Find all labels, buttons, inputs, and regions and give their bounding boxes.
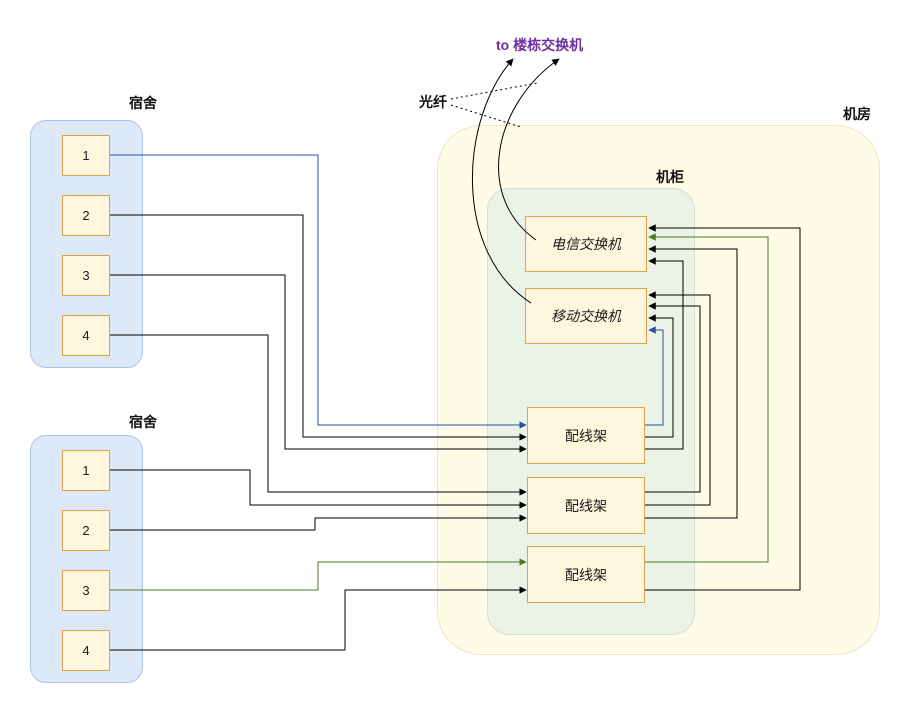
patch-panel-1-node: 配线架 bbox=[527, 407, 645, 464]
dorm1-room-1: 1 bbox=[62, 135, 110, 176]
building-switch-label: to 楼栋交换机 bbox=[496, 37, 584, 53]
dorm2-room-2: 2 bbox=[62, 510, 110, 551]
fiber-leader-line-1 bbox=[450, 82, 538, 100]
dorm2-room-4: 4 bbox=[62, 630, 110, 671]
dorm1-label: 宿舍 bbox=[129, 95, 157, 111]
dorm1-room-4: 4 bbox=[62, 315, 110, 356]
dorm2-room-1: 1 bbox=[62, 450, 110, 491]
dorm2-room-3: 3 bbox=[62, 570, 110, 611]
fiber-label: 光纤 bbox=[419, 94, 447, 110]
machine-room-label: 机房 bbox=[843, 106, 871, 122]
dorm2-label: 宿舍 bbox=[129, 414, 157, 430]
patch-panel-2-node: 配线架 bbox=[527, 477, 645, 534]
telecom-switch-node: 电信交换机 bbox=[525, 216, 647, 272]
dorm1-room-3: 3 bbox=[62, 255, 110, 296]
dorm1-room-2: 2 bbox=[62, 195, 110, 236]
patch-panel-3-node: 配线架 bbox=[527, 546, 645, 603]
cabinet-label: 机柜 bbox=[656, 169, 684, 185]
fiber-leader-line-2 bbox=[450, 104, 522, 128]
mobile-switch-node: 移动交换机 bbox=[525, 288, 647, 344]
